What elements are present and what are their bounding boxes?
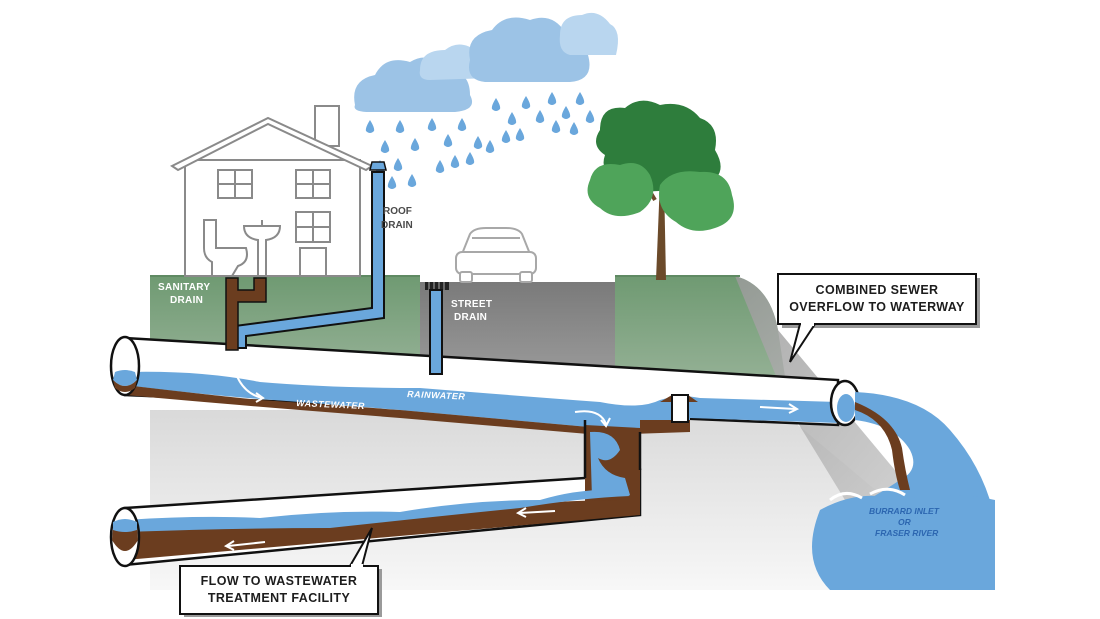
raindrop <box>569 122 579 135</box>
labels: ROOF DRAIN SANITARY DRAIN STREET DRAIN W… <box>158 206 940 538</box>
tree-canopy-left <box>587 162 654 217</box>
tree <box>587 100 734 280</box>
upper-rainwater <box>125 371 838 432</box>
raindrops <box>365 92 595 189</box>
treatment-callout: FLOW TO WASTEWATER TREATMENT FACILITY <box>179 527 382 617</box>
raindrop <box>473 136 483 149</box>
raindrop <box>450 155 460 168</box>
tree-canopy-right <box>659 171 734 231</box>
raindrop <box>410 138 420 151</box>
raindrop <box>457 118 467 131</box>
street-grate <box>425 282 449 290</box>
raindrop <box>427 118 437 131</box>
wastewater-label: WASTEWATER <box>296 398 365 411</box>
raindrop <box>547 92 557 105</box>
raindrop <box>535 110 545 123</box>
raindrop <box>491 98 501 111</box>
drains <box>225 161 449 375</box>
treatment-callout-line-2: TREATMENT FACILITY <box>208 591 351 605</box>
sanitary-drain-pipe <box>225 277 267 351</box>
sanitary-drain-label-1: SANITARY <box>158 282 210 293</box>
arrow-sanitary <box>231 359 263 399</box>
raindrop <box>585 110 595 123</box>
chimney <box>314 105 340 147</box>
arrow-lower-left <box>227 541 266 547</box>
waterway-label-1: BURRARD INLET <box>869 506 940 516</box>
treatment-callout-line-1: FLOW TO WASTEWATER <box>201 574 358 588</box>
arrow-overflow <box>759 406 796 410</box>
roof-drain-label-1: ROOF <box>383 206 412 217</box>
cloud-right <box>469 17 590 83</box>
street-drain-label-1: STREET <box>451 299 492 310</box>
outfall <box>812 392 995 590</box>
raindrop <box>380 140 390 153</box>
raindrop <box>365 120 375 133</box>
raindrop <box>443 134 453 147</box>
waterway <box>812 495 995 590</box>
roof-drain-pipe <box>234 171 385 349</box>
raindrop <box>501 130 511 143</box>
flow-arrows <box>223 359 800 551</box>
raindrop <box>435 160 445 173</box>
raindrop <box>395 120 405 133</box>
waterway-label-2: OR <box>898 517 912 527</box>
sanitary-drain-label-2: DRAIN <box>170 295 203 306</box>
pipes <box>109 335 861 568</box>
rainwater-label: RAINWATER <box>407 389 466 402</box>
cloud-far <box>559 12 618 56</box>
raindrop <box>521 96 531 109</box>
raindrop <box>575 92 585 105</box>
clouds <box>354 12 618 112</box>
raindrop <box>393 158 403 171</box>
overflow-callout: COMBINED SEWER OVERFLOW TO WATERWAY <box>777 273 980 363</box>
raindrop <box>515 128 525 141</box>
raindrop <box>507 112 517 125</box>
raindrop <box>551 120 561 133</box>
overflow-callout-line-1: COMBINED SEWER <box>816 283 939 297</box>
raindrop <box>387 176 397 189</box>
roof-drain-label-2: DRAIN <box>381 220 413 231</box>
street-drain-label-2: DRAIN <box>454 312 487 323</box>
toilet <box>203 219 248 277</box>
waterway-label-3: FRASER RIVER <box>875 528 939 538</box>
arrow-lower-right <box>519 510 556 514</box>
street-drain-pipe <box>429 289 443 375</box>
lower-wastewater <box>125 500 640 560</box>
raindrop <box>485 140 495 153</box>
sink <box>242 225 282 277</box>
lower-rainwater <box>125 489 630 532</box>
door <box>299 247 327 277</box>
car <box>455 227 537 283</box>
arrow-riser <box>574 410 607 425</box>
raindrop <box>561 106 571 119</box>
raindrop <box>407 174 417 187</box>
roof <box>170 116 375 172</box>
overflow-callout-line-2: OVERFLOW TO WATERWAY <box>789 300 965 314</box>
house <box>170 105 375 277</box>
raindrop <box>465 152 475 165</box>
